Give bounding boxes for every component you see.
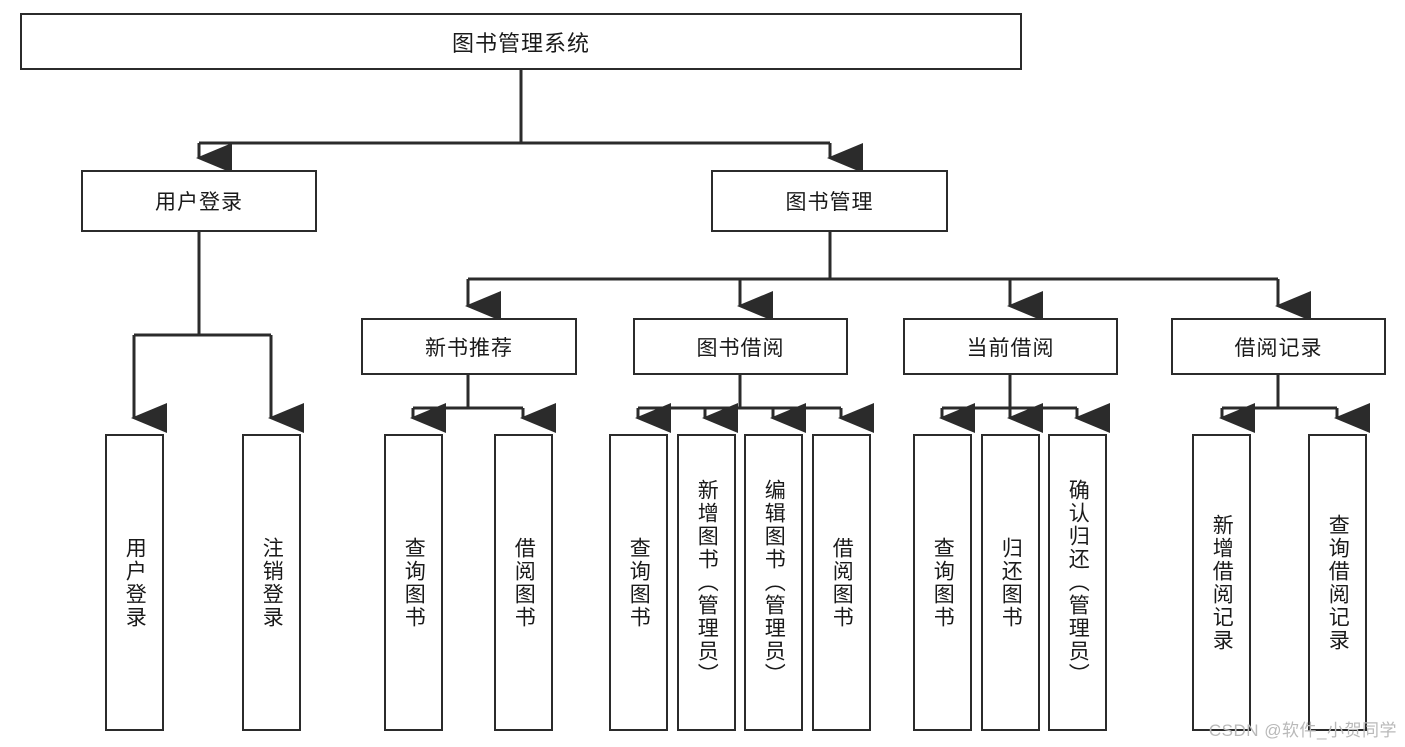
leaf-book-borrow-2[interactable]: 新增图书（管理员） <box>677 434 736 731</box>
node-borrow-record[interactable]: 借阅记录 <box>1171 318 1386 375</box>
leaf-user-login-1-label: 用户登录 <box>123 536 147 629</box>
leaf-book-borrow-2-label: 新增图书（管理员） <box>695 479 719 686</box>
node-user-login-label: 用户登录 <box>155 191 243 214</box>
leaf-current-borrow-1[interactable]: 查询图书 <box>913 434 972 731</box>
leaf-current-borrow-2[interactable]: 归还图书 <box>981 434 1040 731</box>
node-root-label: 图书管理系统 <box>451 30 590 56</box>
leaf-book-borrow-1[interactable]: 查询图书 <box>609 434 668 731</box>
leaf-book-borrow-3[interactable]: 编辑图书（管理员） <box>744 434 803 731</box>
node-current-borrow-label: 当前借阅 <box>966 336 1055 360</box>
leaf-book-borrow-4-label: 借阅图书 <box>830 536 854 629</box>
leaf-borrow-record-1[interactable]: 新增借阅记录 <box>1192 434 1251 731</box>
leaf-user-login-1[interactable]: 用户登录 <box>105 434 164 731</box>
leaf-borrow-record-2-label: 查询借阅记录 <box>1326 513 1350 652</box>
leaf-current-borrow-1-label: 查询图书 <box>931 536 955 629</box>
node-new-book-recommend[interactable]: 新书推荐 <box>361 318 577 375</box>
node-book-manage-label: 图书管理 <box>785 191 874 214</box>
node-book-borrow-label: 图书借阅 <box>696 336 785 360</box>
leaf-borrow-record-1-label: 新增借阅记录 <box>1210 513 1234 652</box>
node-borrow-record-label: 借阅记录 <box>1234 336 1323 360</box>
node-new-book-recommend-label: 新书推荐 <box>425 336 513 360</box>
leaf-new-book-1[interactable]: 查询图书 <box>384 434 443 731</box>
leaf-current-borrow-3-label: 确认归还（管理员） <box>1066 479 1090 686</box>
leaf-current-borrow-3[interactable]: 确认归还（管理员） <box>1048 434 1107 731</box>
leaf-current-borrow-2-label: 归还图书 <box>999 536 1023 629</box>
node-root[interactable]: 图书管理系统 <box>20 13 1022 70</box>
leaf-book-borrow-3-label: 编辑图书（管理员） <box>762 479 786 686</box>
node-book-borrow[interactable]: 图书借阅 <box>633 318 848 375</box>
leaf-new-book-2[interactable]: 借阅图书 <box>494 434 553 731</box>
leaf-book-borrow-4[interactable]: 借阅图书 <box>812 434 871 731</box>
leaf-new-book-2-label: 借阅图书 <box>512 536 536 629</box>
leaf-user-login-2-label: 注销登录 <box>260 536 284 629</box>
leaf-user-login-2[interactable]: 注销登录 <box>242 434 301 731</box>
node-book-manage[interactable]: 图书管理 <box>711 170 948 232</box>
leaf-borrow-record-2[interactable]: 查询借阅记录 <box>1308 434 1367 731</box>
node-current-borrow[interactable]: 当前借阅 <box>903 318 1118 375</box>
node-user-login[interactable]: 用户登录 <box>81 170 317 232</box>
leaf-book-borrow-1-label: 查询图书 <box>627 536 651 629</box>
leaf-new-book-1-label: 查询图书 <box>402 536 426 629</box>
